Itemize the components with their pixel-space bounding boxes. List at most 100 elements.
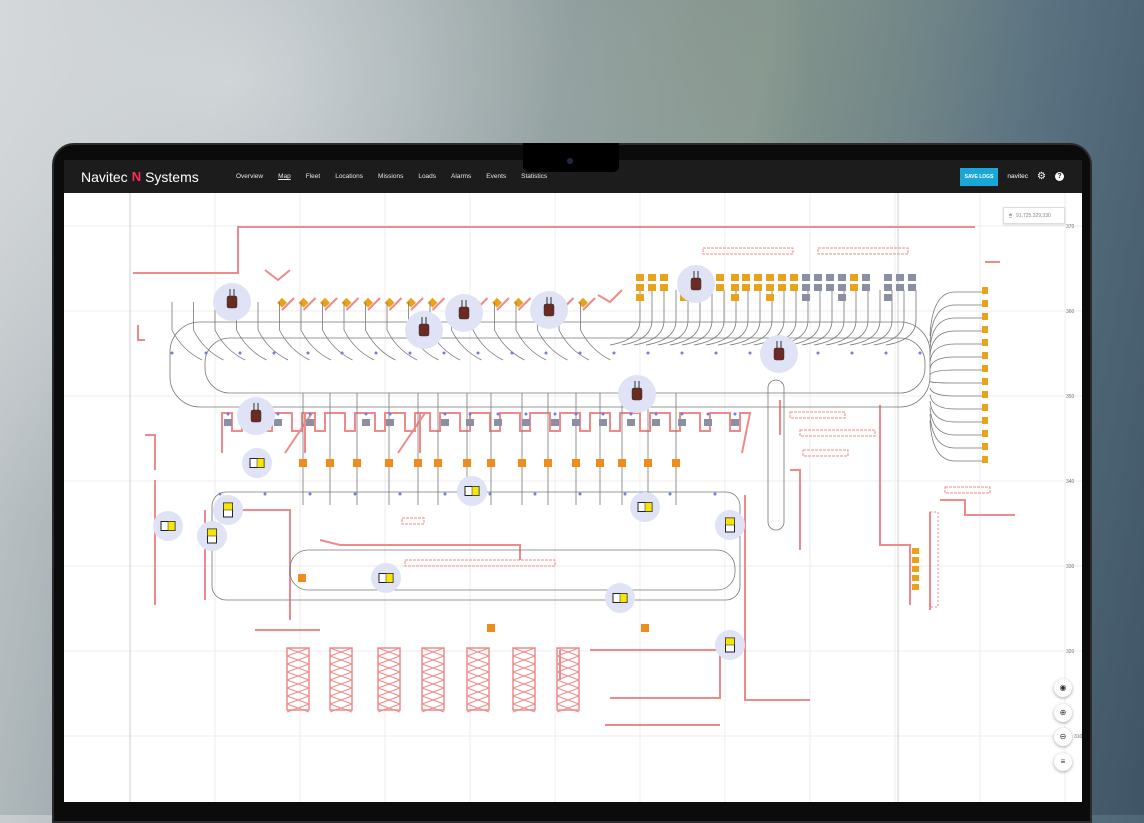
- nav-events[interactable]: Events: [486, 173, 507, 180]
- station: [716, 284, 724, 291]
- vehicle-cart-load[interactable]: [471, 486, 480, 496]
- station: [912, 548, 919, 554]
- vehicle-cart-load[interactable]: [619, 593, 628, 603]
- zoom-out-button[interactable]: ⊖: [1054, 728, 1072, 746]
- nav-fleet[interactable]: Fleet: [305, 173, 321, 180]
- nav-missions[interactable]: Missions: [378, 173, 404, 180]
- nav-statistics[interactable]: Statistics: [521, 173, 548, 180]
- nav-loads[interactable]: Loads: [418, 173, 437, 180]
- station: [814, 274, 822, 281]
- vehicle-cart-load[interactable]: [725, 517, 735, 526]
- vehicle-cart-load[interactable]: [385, 573, 394, 583]
- station: [982, 430, 988, 437]
- rack: [512, 703, 536, 713]
- node: [238, 351, 242, 355]
- node: [714, 351, 718, 355]
- user-name[interactable]: navitec: [1007, 173, 1029, 180]
- rack: [329, 687, 353, 697]
- station: [912, 584, 919, 590]
- vehicle-cart-load[interactable]: [167, 521, 176, 531]
- vehicle-cart-load[interactable]: [207, 528, 217, 537]
- station: [982, 352, 988, 359]
- nav-map[interactable]: Map: [278, 173, 291, 180]
- station-orange: [596, 459, 604, 467]
- rack: [377, 703, 401, 713]
- brand-logo[interactable]: Navitec N Systems: [81, 169, 221, 185]
- path: [813, 290, 845, 346]
- node: [733, 412, 737, 416]
- vehicle-forklift[interactable]: [631, 387, 643, 401]
- location-label: [702, 247, 794, 255]
- rack: [421, 687, 445, 697]
- node: [272, 351, 276, 355]
- rack: [466, 671, 490, 681]
- station: [884, 284, 892, 291]
- station: [766, 284, 774, 291]
- path: [171, 302, 203, 361]
- vehicle-cart-load[interactable]: [644, 502, 653, 512]
- path: [645, 290, 677, 346]
- gear-icon[interactable]: ⚙: [1037, 171, 1046, 182]
- node: [574, 412, 578, 416]
- node: [308, 492, 312, 496]
- save-logs-button[interactable]: SAVE LOGS: [959, 167, 999, 186]
- coordinates-value: 91,725,329,330: [1016, 212, 1051, 219]
- vehicle-forklift[interactable]: [226, 295, 238, 309]
- station-gray: [494, 419, 502, 426]
- node: [443, 492, 447, 496]
- station-gray: [466, 419, 474, 426]
- y-axis-label: 340: [1066, 479, 1075, 485]
- wall: [230, 509, 291, 620]
- rack: [556, 695, 580, 705]
- wall: [582, 297, 596, 311]
- location-label: [789, 411, 846, 419]
- station-gray: [652, 419, 660, 426]
- vehicle-forklift[interactable]: [543, 303, 555, 317]
- rack: [512, 671, 536, 681]
- path: [885, 290, 917, 346]
- rack: [421, 695, 445, 705]
- layers-menu-button[interactable]: ≡: [1054, 753, 1072, 771]
- nav-overview[interactable]: Overview: [236, 173, 264, 180]
- vehicle-forklift[interactable]: [250, 409, 262, 423]
- node: [612, 351, 616, 355]
- node: [578, 351, 582, 355]
- rack: [512, 647, 536, 711]
- locate-button[interactable]: ◉: [1054, 679, 1072, 697]
- station-gray: [362, 419, 370, 426]
- vehicle-forklift[interactable]: [458, 306, 470, 320]
- rack: [512, 695, 536, 705]
- vehicle-forklift[interactable]: [690, 277, 702, 291]
- node: [544, 351, 548, 355]
- rack: [556, 679, 580, 689]
- station: [862, 274, 870, 281]
- station: [766, 274, 774, 281]
- nav-locations[interactable]: Locations: [335, 173, 364, 180]
- rack: [377, 687, 401, 697]
- station-gray: [731, 419, 739, 426]
- vehicle-cart-load[interactable]: [256, 458, 265, 468]
- vehicle-forklift[interactable]: [773, 347, 785, 361]
- path: [657, 290, 689, 346]
- rack: [556, 647, 580, 657]
- vehicle-cart-load[interactable]: [223, 502, 233, 511]
- station: [636, 284, 644, 291]
- node: [601, 412, 605, 416]
- path: [343, 302, 375, 361]
- node: [218, 492, 222, 496]
- node: [884, 351, 888, 355]
- rack: [421, 663, 445, 673]
- vehicle-cart-load[interactable]: [725, 637, 735, 646]
- vehicle-forklift[interactable]: [418, 323, 430, 337]
- zoom-in-button[interactable]: ⊕: [1054, 704, 1072, 722]
- y-axis-label: 370: [1066, 224, 1075, 230]
- y-axis-label: 310: [1074, 734, 1082, 740]
- nav-alarms[interactable]: Alarms: [451, 173, 472, 180]
- wall: [345, 297, 360, 311]
- help-icon[interactable]: ?: [1055, 172, 1064, 181]
- map-canvas[interactable]: [64, 193, 1082, 802]
- station: [850, 284, 858, 291]
- node: [308, 412, 312, 416]
- y-axis-label: 360: [1066, 309, 1075, 315]
